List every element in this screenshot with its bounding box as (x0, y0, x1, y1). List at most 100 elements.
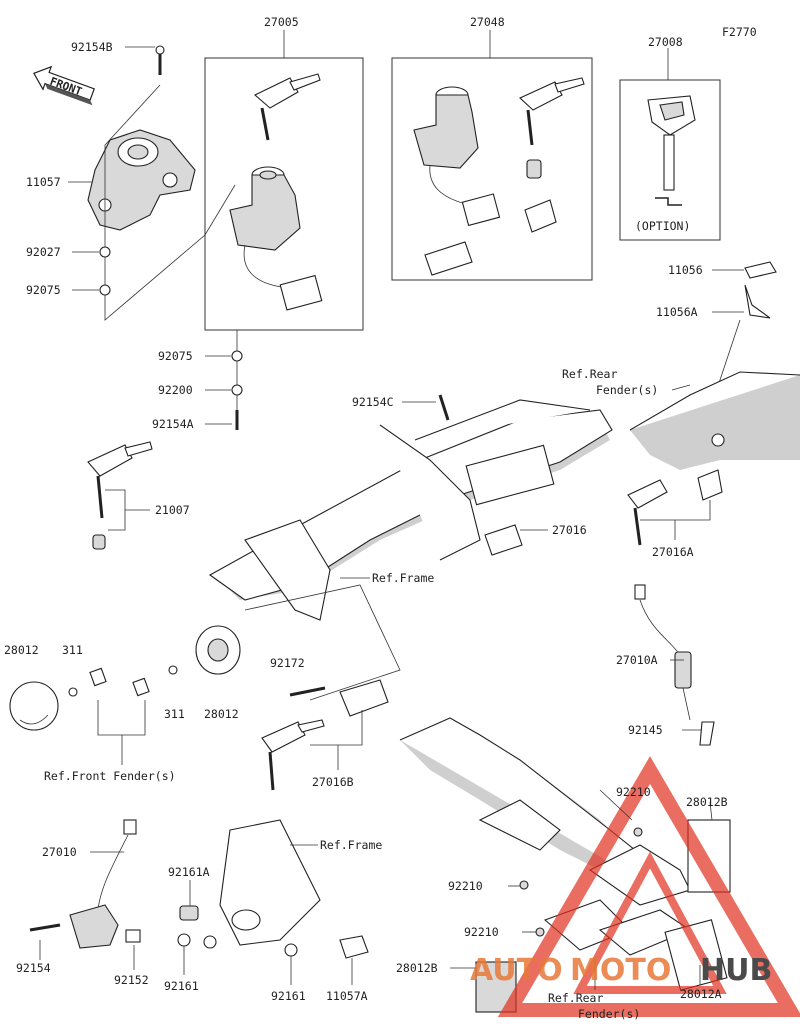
ref-rear-fender-bot-1: Ref.Rear (548, 991, 603, 1005)
label-92152: 92152 (114, 973, 149, 987)
watermark-moto: MOTO (570, 953, 671, 988)
label-92161-b: 92161 (271, 989, 306, 1003)
bracket-11057 (87, 129, 196, 231)
label-28012-a: 28012 (4, 643, 39, 657)
label-92161A: 92161A (168, 865, 210, 879)
lock-27016 (484, 524, 523, 556)
nut-92210-a (633, 827, 643, 837)
switch-27010A (634, 584, 692, 721)
label-92210-c: 92210 (464, 925, 499, 939)
nut-92210-b (519, 880, 529, 890)
label-27008: 27008 (648, 35, 683, 49)
key-blank-27008 (647, 95, 696, 206)
label-92172: 92172 (270, 656, 305, 670)
label-92200: 92200 (158, 383, 193, 397)
watermark-logo (497, 756, 800, 1017)
label-28012A: 28012A (680, 987, 722, 1001)
label-27016: 27016 (552, 523, 587, 537)
bolt-92154 (29, 923, 61, 932)
damper-92161A (179, 905, 199, 921)
ref-rear-fender-top-1: Ref.Rear (562, 367, 617, 381)
box-27008 (619, 79, 721, 241)
label-27010A: 27010A (616, 653, 658, 667)
label-92145: 92145 (628, 723, 663, 737)
cap-28012-left (9, 681, 59, 731)
key-27048 (519, 77, 585, 146)
rear-fender-bottom (399, 717, 692, 956)
key-21007 (87, 441, 153, 519)
grommet-right (132, 677, 150, 697)
washer-92161-left (177, 933, 191, 947)
label-92154C: 92154C (352, 395, 394, 409)
front-arrow-icon: FRONT (33, 65, 95, 106)
nut-311-left (68, 687, 78, 697)
label-92154A: 92154A (152, 417, 194, 431)
label-11056: 11056 (668, 263, 703, 277)
ref-rear-fender-top-2: Fender(s) (596, 383, 658, 397)
label-92210-b: 92210 (448, 879, 483, 893)
ref-frame-1: Ref.Frame (372, 571, 434, 585)
washer-92075 (99, 284, 111, 296)
bolt-92154B (155, 45, 165, 75)
diagram-code: F2770 (722, 25, 757, 39)
switch-27010 (69, 819, 137, 949)
watermark-auto: AUTO (470, 953, 563, 988)
label-27016B: 27016B (312, 775, 354, 789)
label-92154: 92154 (16, 961, 51, 975)
label-28012B-top: 28012B (686, 795, 728, 809)
rear-fender-top (629, 371, 800, 470)
label-92075-b: 92075 (158, 349, 193, 363)
option-label: (OPTION) (635, 219, 690, 233)
label-27016A: 27016A (652, 545, 694, 559)
lock-27016B (339, 679, 389, 717)
screw-92172 (289, 686, 326, 697)
label-11056A: 11056A (656, 305, 698, 319)
label-28012-b: 28012 (204, 707, 239, 721)
watermark-hub: HUB (700, 953, 772, 988)
key-27016B (261, 719, 325, 791)
ref-front-fender: Ref.Front Fender(s) (44, 769, 176, 783)
nut-92210-c (535, 927, 545, 937)
lock-27016A (697, 469, 723, 501)
ref-frame-2: Ref.Frame (320, 838, 382, 852)
label-92075-a: 92075 (26, 283, 61, 297)
ignition-switch-27005 (229, 166, 323, 311)
label-92154B: 92154B (71, 40, 113, 54)
label-11057: 11057 (26, 175, 61, 189)
label-92027: 92027 (26, 245, 61, 259)
box-27048 (391, 57, 593, 281)
lock-cylinder-27048 (526, 159, 542, 179)
cylinder-21007 (92, 534, 106, 550)
label-92161-a: 92161 (164, 979, 199, 993)
cap-28012-right (195, 625, 241, 675)
main-frame (208, 399, 613, 621)
label-311-a: 311 (62, 643, 83, 657)
washer-92027 (99, 246, 111, 258)
key-27016A (627, 479, 668, 546)
lock-27048-a (524, 199, 557, 233)
washer-92161-right (284, 943, 298, 957)
label-28012B-bottom: 28012B (396, 961, 438, 975)
bracket-11057A (339, 935, 369, 959)
label-27005: 27005 (264, 15, 299, 29)
label-92210-a: 92210 (616, 785, 651, 799)
ref-rear-fender-bot-2: Fender(s) (578, 1007, 640, 1021)
washer-92200 (231, 384, 243, 396)
key-27005 (254, 73, 321, 141)
bracket-11056 (744, 261, 777, 279)
grommet-left (89, 667, 107, 687)
label-11057A: 11057A (326, 989, 368, 1003)
bracket-11056A (744, 284, 771, 319)
label-27048: 27048 (470, 15, 505, 29)
label-21007: 21007 (155, 503, 190, 517)
lock-27048-b (424, 241, 473, 276)
washer-92075-b (231, 350, 243, 362)
label-311-b: 311 (164, 707, 185, 721)
nut-311-right (168, 665, 178, 675)
ignition-switch-27048 (413, 86, 501, 227)
collar-92152 (125, 929, 141, 943)
frame-bracket-bottom (203, 819, 321, 949)
label-27010: 27010 (42, 845, 77, 859)
